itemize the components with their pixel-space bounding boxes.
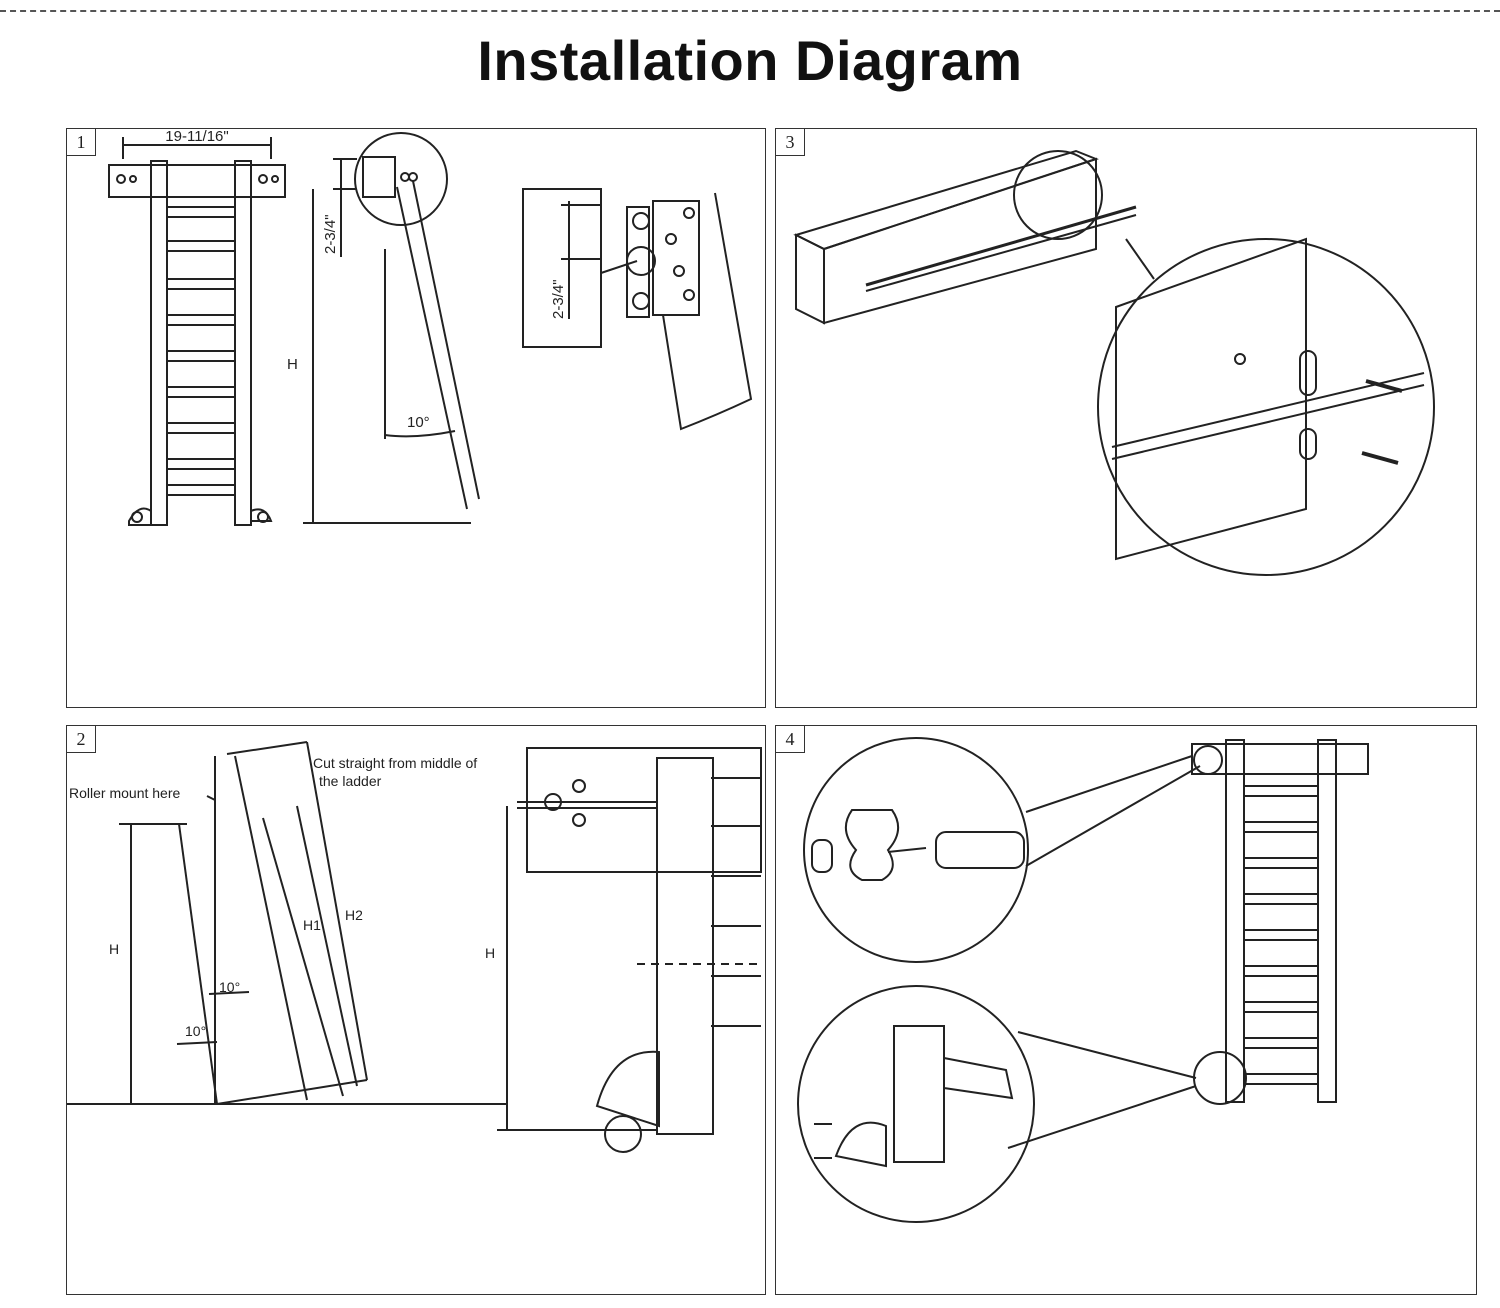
endcap-detail-circle (803, 737, 1029, 963)
dim-height-short-label: 2-3/4" (322, 214, 339, 254)
dim-h-detail-label: H (485, 945, 495, 961)
panel-4: 4 (775, 725, 1477, 1295)
ladder-rungs (166, 206, 236, 496)
rail-detail-box (526, 747, 762, 873)
top-dashed-border (0, 10, 1500, 12)
panel-1: 19-11/16" 2-3/4" H 10° 2-3/4" 1 (66, 128, 766, 708)
wheel-detail-circle (797, 985, 1035, 1223)
detail-box (522, 188, 602, 348)
dim-width-label: 19-11/16" (165, 129, 228, 145)
wood-block-top (793, 149, 1099, 251)
dim-h2-label: H2 (345, 907, 363, 923)
panel-number: 4 (776, 726, 805, 753)
wood-block-front (823, 157, 1097, 325)
cut-label-line1: Cut straight from middle of (313, 755, 477, 771)
panel-number: 1 (67, 129, 96, 156)
dim-h-label: H (109, 941, 119, 957)
rail-post (656, 757, 714, 1135)
panel-2-drawing: Roller mount here Cut straight from midd… (67, 741, 762, 1153)
wheel (604, 1115, 642, 1153)
dim-h-label: H (287, 356, 298, 373)
ladder-rail-right (234, 160, 252, 526)
detail-dim-label: 2-3/4" (550, 279, 567, 319)
ladder-rail-left (150, 160, 168, 526)
panel-3: 3 (775, 128, 1477, 708)
wheel-bracket (595, 1050, 660, 1128)
dim-angle-b-label: 10° (185, 1023, 206, 1039)
panel-number: 2 (67, 726, 96, 753)
dim-h1-label: H1 (303, 917, 321, 933)
ladder-rungs (1243, 785, 1319, 1085)
panel-3-drawing (793, 149, 1435, 576)
panel-number: 3 (776, 129, 805, 156)
mounting-bar (1191, 743, 1369, 775)
mounting-bar (108, 164, 286, 198)
ladder-rail-right (1317, 739, 1337, 1103)
panel-2: Roller mount here Cut straight from midd… (66, 725, 766, 1295)
detail-circle-large (1097, 238, 1435, 576)
detail-circle-small (1013, 150, 1103, 240)
panel-4-drawing (797, 737, 1369, 1223)
cut-label-line2: the ladder (319, 773, 382, 789)
ladder-rail-left (1225, 739, 1245, 1103)
page-title: Installation Diagram (477, 29, 1023, 92)
panel-1-drawing: 19-11/16" 2-3/4" H 10° 2-3/4" (108, 129, 753, 526)
dim-angle-label: 10° (407, 414, 430, 431)
dim-angle-a-label: 10° (219, 979, 240, 995)
roller-mount-label: Roller mount here (69, 785, 180, 801)
detail-circle (354, 132, 448, 226)
